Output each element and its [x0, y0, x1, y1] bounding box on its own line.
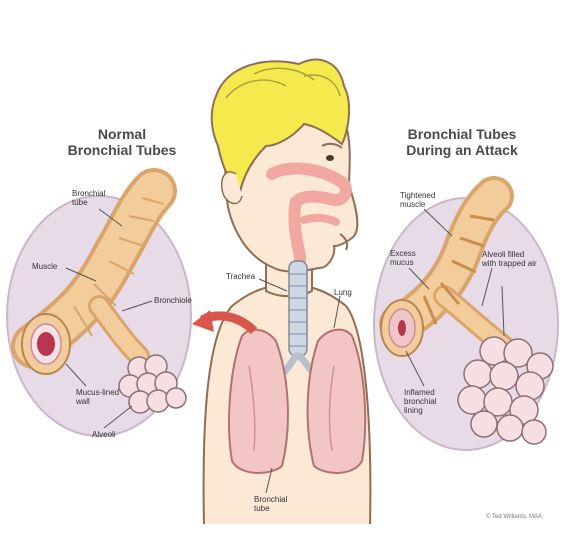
left-lung [229, 330, 288, 473]
label-lung: Lung [334, 288, 352, 297]
label-left-alveoli: Alveoli [92, 430, 116, 439]
label-right-tightened-muscle: Tightened muscle [400, 191, 435, 209]
left-tube-lumen [37, 332, 55, 356]
label-left-bronchial-tube: Bronchial tube [72, 189, 105, 207]
illustration-panel: Normal Bronchial Tubes Bronchial Tubes D… [4, 6, 568, 524]
eye [326, 155, 334, 161]
image-credit: © Ted Williams, MAA [486, 514, 542, 520]
label-right-alveoli-filled: Alveoli filled with trapped air [482, 250, 537, 268]
label-left-mucus-lined-wall: Mucus-lined wall [76, 388, 119, 406]
label-left-muscle: Muscle [32, 262, 57, 271]
label-trachea: Trachea [226, 272, 255, 281]
attack-bronchial-tubes-illustration [374, 196, 558, 450]
attack-bronchial-tubes-title: Bronchial Tubes During an Attack [382, 126, 542, 158]
label-bronchial-tube: Bronchial tube [254, 495, 287, 513]
label-right-excess-mucus: Excess mucus [390, 249, 416, 267]
trachea [289, 261, 307, 356]
label-right-inflamed-wall: Inflamed bronchial lining [404, 388, 436, 415]
label-left-bronchiole: Bronchiole [154, 296, 192, 305]
right-lung [308, 330, 366, 473]
oral-airway [304, 218, 336, 222]
right-narrow-lumen [398, 320, 406, 336]
normal-bronchial-tubes-title: Normal Bronchial Tubes [52, 126, 192, 158]
